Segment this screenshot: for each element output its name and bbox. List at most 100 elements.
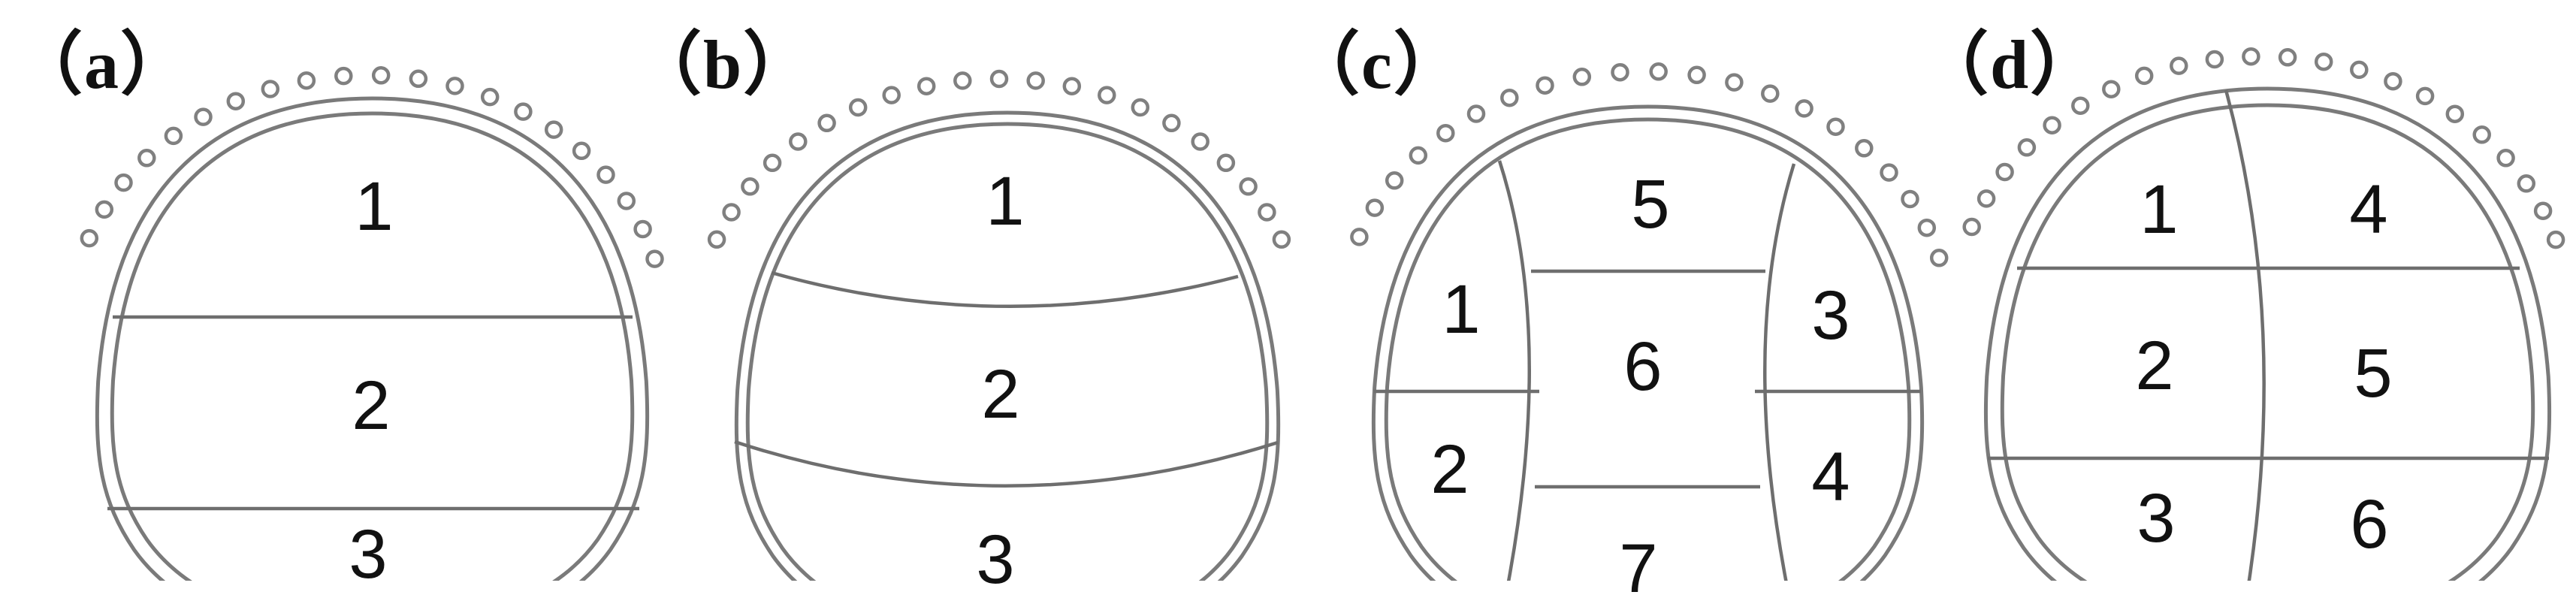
advance-pipe-circle-icon <box>544 120 563 139</box>
advance-pipe-circle-icon <box>1725 73 1744 92</box>
advance-pipe-circle-icon <box>2278 48 2297 67</box>
panel-b-divider-upper-curved <box>771 270 1239 308</box>
panel-d-region-2: 2 <box>2135 328 2174 404</box>
panel-d-shell <box>1983 86 2552 607</box>
advance-pipe-circle-icon <box>763 153 782 173</box>
advance-pipe-circle-icon <box>1191 132 1209 151</box>
advance-pipe-circle-icon <box>1901 189 1919 209</box>
advance-pipe-circle-icon <box>371 66 391 85</box>
panel-a-drawing <box>80 66 664 607</box>
advance-pipe-circle-icon <box>80 228 99 248</box>
panel-a-label: （a） <box>14 26 192 103</box>
advance-pipe-circle-icon <box>1826 117 1845 136</box>
advance-pipe-circle-icon <box>1239 177 1258 196</box>
advance-pipe-circle-icon <box>1409 146 1428 165</box>
advance-pipe-circle-icon <box>817 113 836 133</box>
advance-pipe-circle-icon <box>2205 50 2224 69</box>
panel-c-region-1: 1 <box>1442 271 1481 348</box>
panel-d-region-6: 6 <box>2350 486 2389 563</box>
panel-b-label: （b） <box>633 26 814 103</box>
panel-a-region-2: 2 <box>352 367 391 444</box>
panel-d-dots <box>1962 47 2565 249</box>
advance-pipe-circle-icon <box>2496 149 2515 168</box>
advance-pipe-circle-icon <box>114 173 133 192</box>
advance-pipe-circle-icon <box>2350 60 2369 80</box>
advance-pipe-circle-icon <box>2415 86 2435 106</box>
inner-lining <box>1384 117 1912 607</box>
panel-b-region-2: 2 <box>981 356 1020 433</box>
advance-pipe-circle-icon <box>2043 116 2061 134</box>
panel-c-dots <box>1350 62 1949 267</box>
inner-lining <box>745 122 1270 607</box>
advance-pipe-circle-icon <box>261 80 280 98</box>
advance-pipe-circle-icon <box>1855 139 1874 158</box>
advance-pipe-circle-icon <box>2242 47 2260 66</box>
advance-pipe-circle-icon <box>1761 84 1780 103</box>
advance-pipe-circle-icon <box>2017 138 2037 157</box>
advance-pipe-circle-icon <box>617 192 636 210</box>
advance-pipe-circle-icon <box>1962 217 1981 237</box>
advance-pipe-circle-icon <box>1385 171 1404 190</box>
advance-pipe-circle-icon <box>1365 198 1385 217</box>
advance-pipe-circle-icon <box>514 102 533 121</box>
panel-a-region-3: 3 <box>349 516 388 593</box>
panel-d-drawing <box>1962 47 2565 607</box>
panel-b-divider-lower-curved <box>734 439 1279 488</box>
advance-pipe-circle-icon <box>1500 88 1519 107</box>
inner-lining <box>110 111 635 607</box>
advance-pipe-circle-icon <box>1977 189 1996 208</box>
inner-lining <box>2000 103 2535 607</box>
advance-pipe-circle-icon <box>953 71 972 90</box>
panel-c-region-5: 5 <box>1631 166 1670 243</box>
advance-pipe-circle-icon <box>409 69 428 89</box>
advance-pipe-circle-icon <box>2134 66 2154 86</box>
advance-pipe-circle-icon <box>917 77 936 95</box>
advance-pipe-circle-icon <box>848 98 868 117</box>
advance-pipe-circle-icon <box>1436 123 1455 143</box>
advance-pipe-circle-icon <box>1272 230 1291 249</box>
panel-c-region-4: 4 <box>1811 439 1850 515</box>
panel-c-left-drift-wall <box>1497 160 1531 607</box>
advance-pipe-circle-icon <box>226 92 246 110</box>
advance-pipe-circle-icon <box>2445 104 2465 123</box>
advance-pipe-circle-icon <box>95 200 114 219</box>
advance-pipe-circle-icon <box>707 230 726 249</box>
advance-pipe-circle-icon <box>1162 113 1181 133</box>
outer-lining <box>95 96 650 607</box>
outer-lining <box>1983 86 2552 607</box>
advance-pipe-circle-icon <box>2472 125 2491 144</box>
advance-pipe-circle-icon <box>445 77 464 95</box>
advance-pipe-circle-icon <box>1026 71 1045 90</box>
panel-a-region-1: 1 <box>355 168 394 245</box>
panel-b-region-1: 1 <box>986 163 1025 240</box>
advance-pipe-circle-icon <box>1098 86 1116 104</box>
advance-pipe-circle-icon <box>1880 163 1898 182</box>
advance-pipe-circle-icon <box>572 141 591 161</box>
advance-pipe-circle-icon <box>789 132 808 151</box>
advance-pipe-circle-icon <box>480 87 500 107</box>
panel-c-label: （c） <box>1291 26 1464 103</box>
advance-pipe-circle-icon <box>1216 153 1236 173</box>
advance-pipe-circle-icon <box>1258 203 1276 222</box>
panel-a-shell <box>95 96 650 607</box>
advance-pipe-circle-icon <box>2533 201 2553 220</box>
panel-b-dots <box>707 69 1291 249</box>
panel-a-dots <box>80 66 664 268</box>
advance-pipe-circle-icon <box>722 203 741 222</box>
advance-pipe-circle-icon <box>2314 52 2333 71</box>
advance-pipe-circle-icon <box>2384 71 2402 91</box>
advance-pipe-circle-icon <box>645 249 664 268</box>
advance-pipe-circle-icon <box>1536 76 1554 95</box>
advance-pipe-circle-icon <box>334 66 353 86</box>
panel-d-region-1: 1 <box>2140 171 2179 248</box>
panel-d-region-4: 4 <box>2349 171 2388 248</box>
figure-canvas: （a） （b） （c） （d） 1 2 3 1 2 3 1 2 3 4 5 6 … <box>14 26 2565 607</box>
advance-pipe-circle-icon <box>1350 228 1369 246</box>
advance-pipe-circle-icon <box>1795 99 1813 118</box>
advance-pipe-circle-icon <box>633 219 652 239</box>
advance-pipe-circle-icon <box>164 126 183 146</box>
advance-pipe-circle-icon <box>297 71 316 90</box>
panel-b-region-3: 3 <box>976 521 1015 598</box>
advance-pipe-circle-icon <box>882 86 901 104</box>
advance-pipe-circle-icon <box>1062 77 1082 95</box>
